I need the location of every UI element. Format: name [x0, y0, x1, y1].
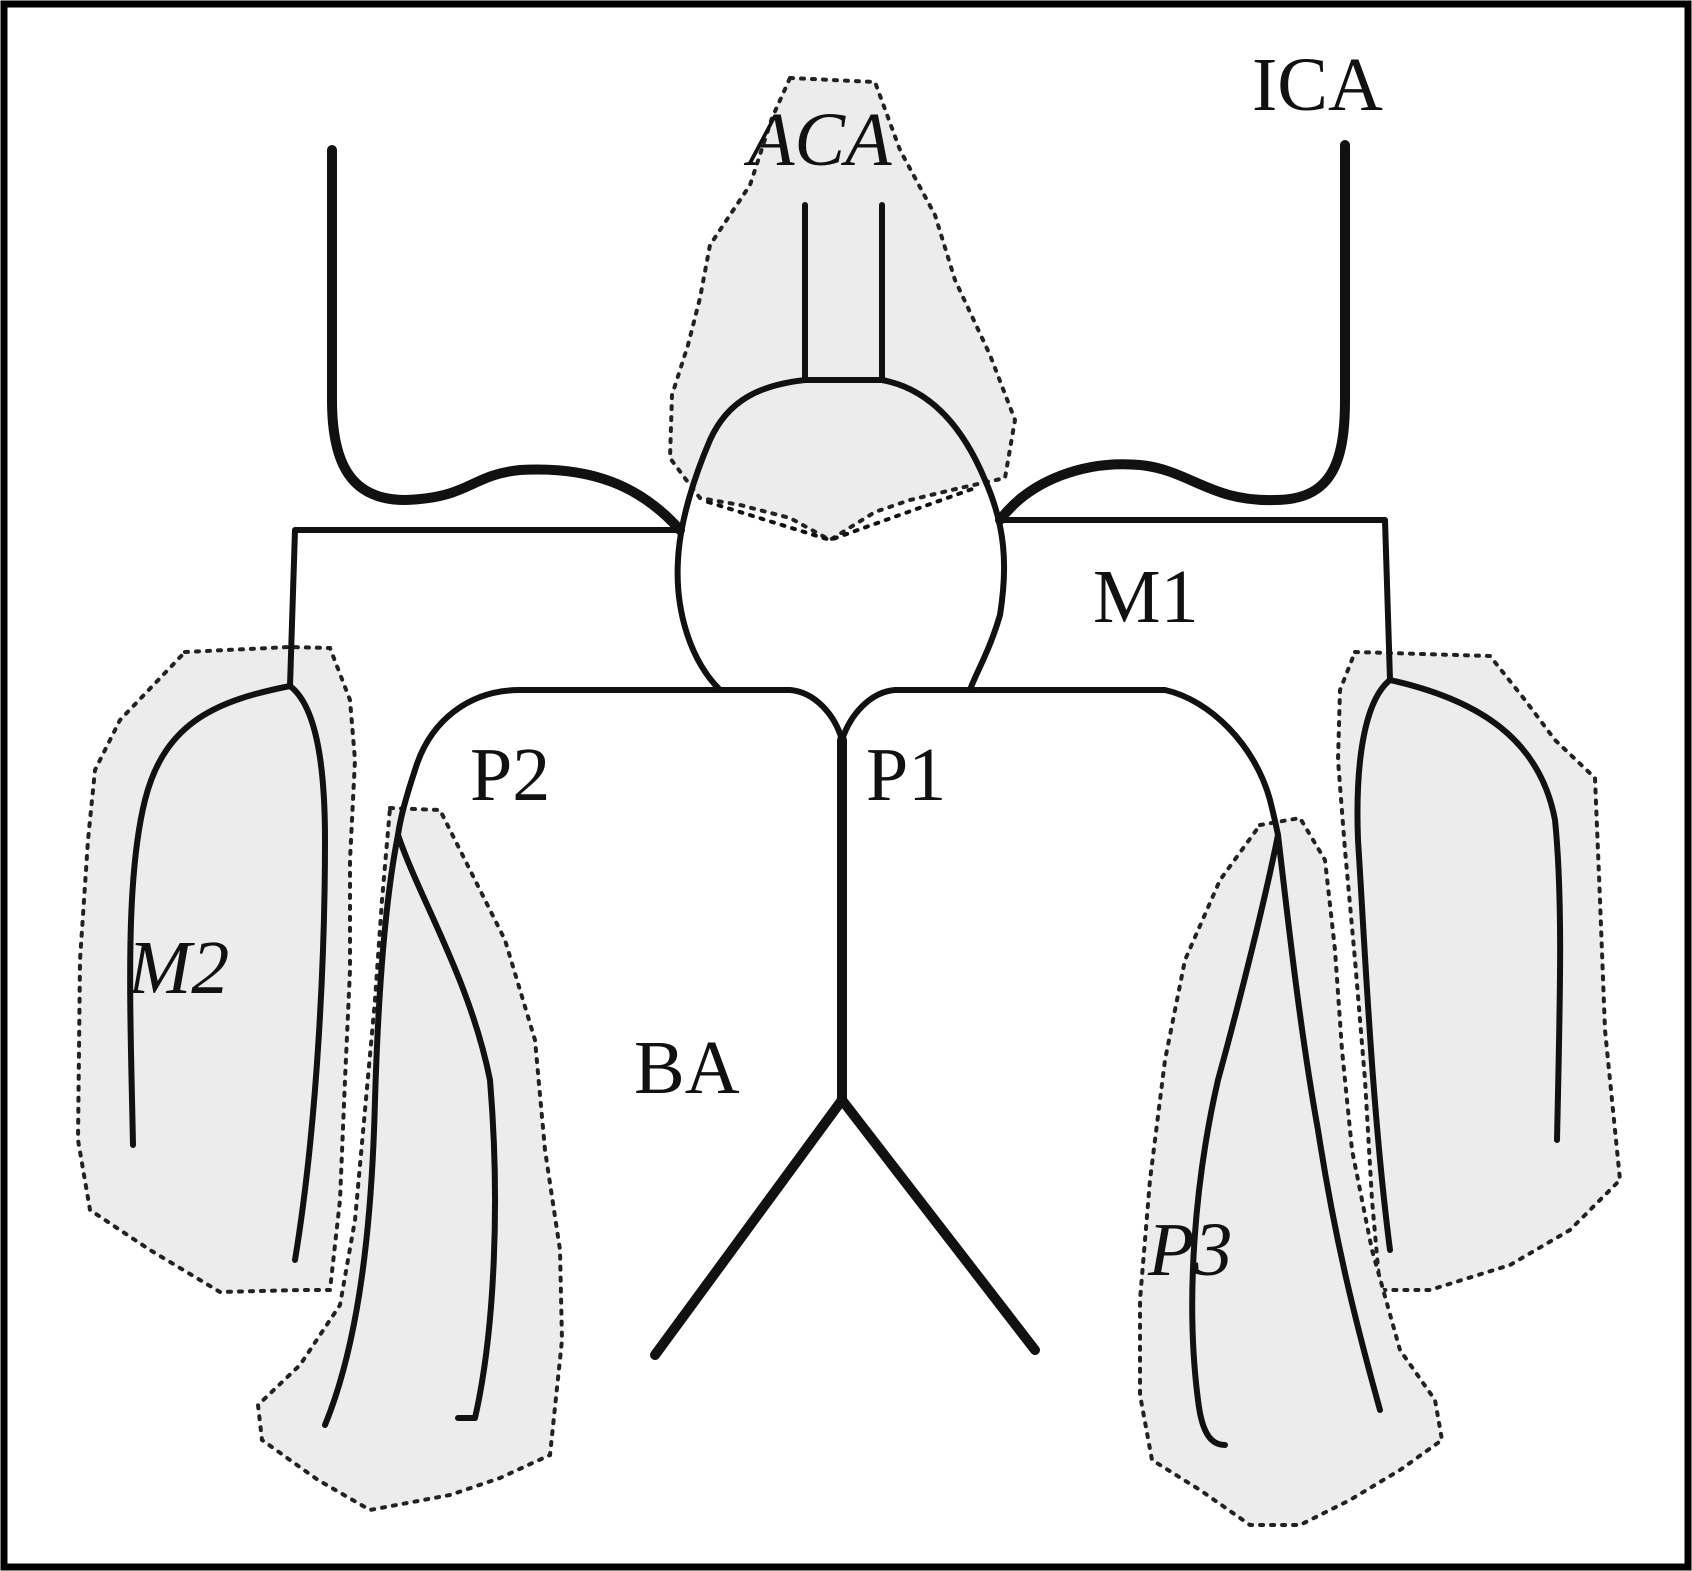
p3-right-territory-region [1138, 815, 1445, 1527]
aca-label: ACA [743, 98, 892, 182]
p3-left-vessels [322, 832, 498, 1428]
m1-label: M1 [1093, 555, 1199, 639]
vertebral-artery-branches [650, 1095, 1040, 1360]
m2-left-vessels [127, 683, 328, 1263]
left-ica-vessel [327, 145, 685, 535]
m2-label: M2 [127, 926, 229, 1010]
territory-regions [75, 75, 1623, 1527]
aca-territory-divider [706, 486, 977, 542]
m2-right-territory-region [1335, 649, 1623, 1292]
artery-segments [127, 140, 1564, 1448]
communicating-loop [674, 377, 1008, 693]
right-ica-vessel [995, 140, 1350, 525]
ica-label: ICA [1252, 43, 1383, 127]
p1-label: P1 [866, 733, 946, 817]
m2-right-vessels [1354, 677, 1564, 1253]
p3-label: P3 [1147, 1208, 1232, 1292]
m2-left-territory-region [75, 644, 358, 1295]
p1-p2-segment [395, 687, 1281, 838]
m1-segment [287, 517, 1393, 689]
aca-territory-region [667, 75, 1018, 543]
p3-right-vessels [1189, 832, 1383, 1448]
ba-label: BA [634, 1026, 740, 1110]
p2-label: P2 [470, 733, 550, 817]
